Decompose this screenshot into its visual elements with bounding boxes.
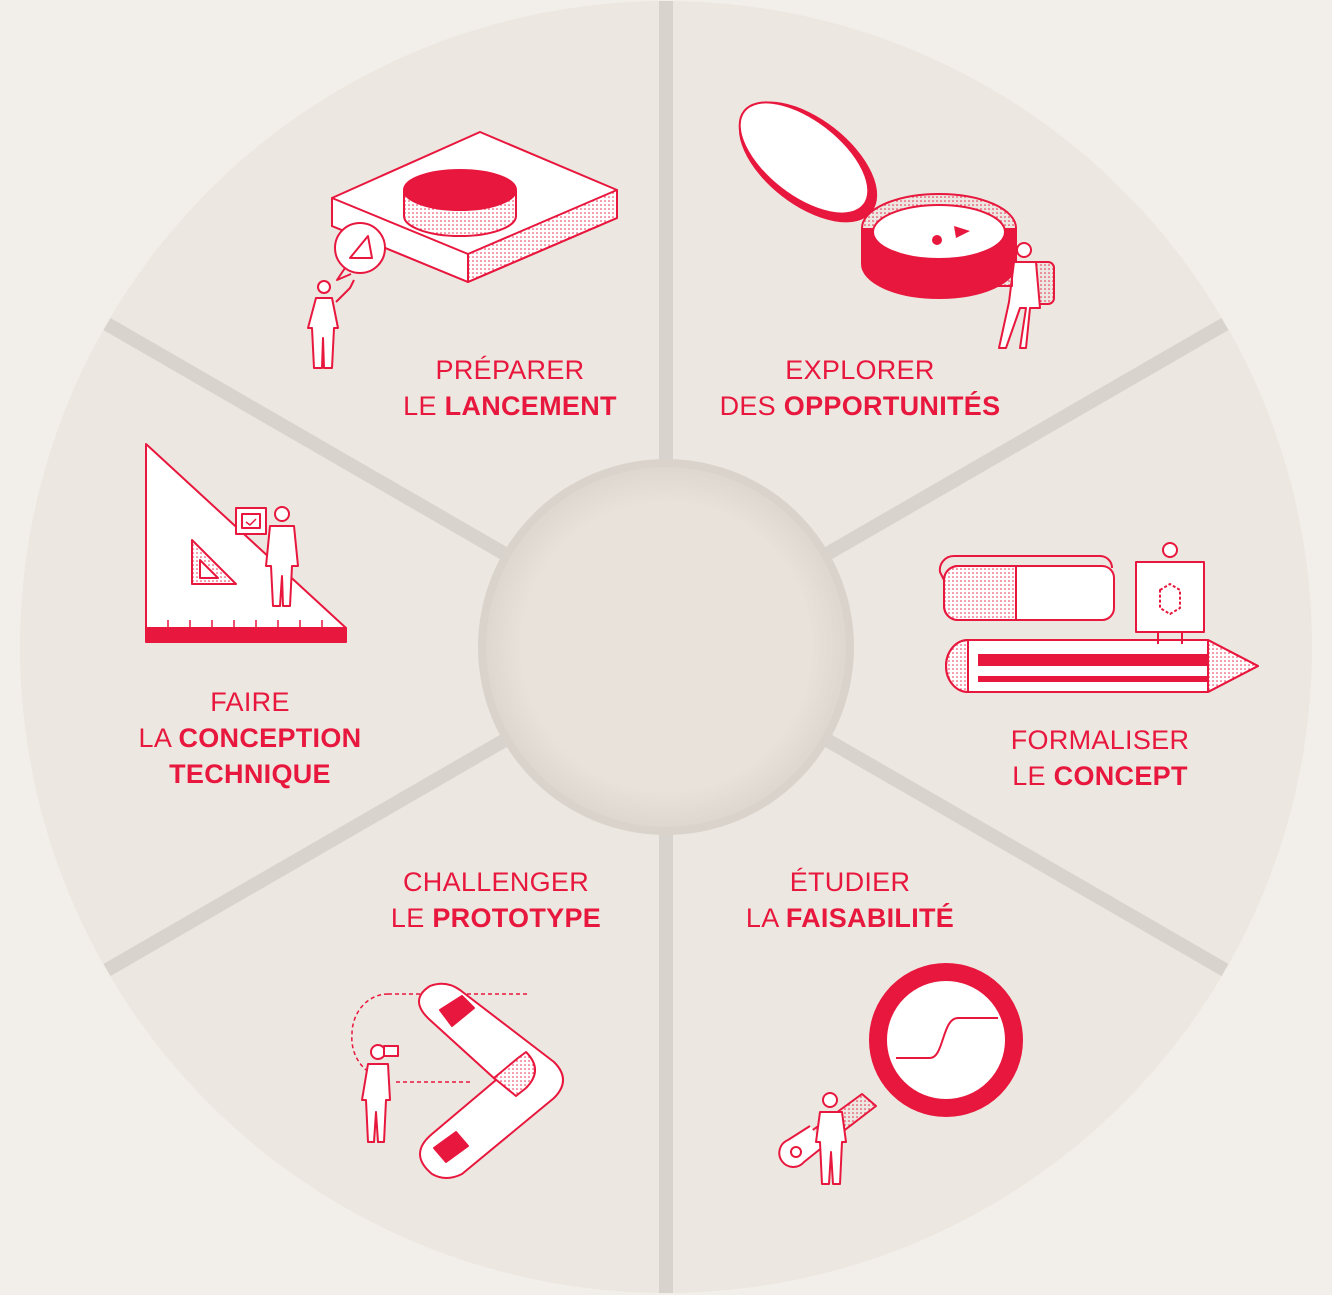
step-label-preparer-line1: PRÉPARER bbox=[435, 355, 585, 385]
step-label-formaliser-line2-light: LE bbox=[1012, 761, 1054, 791]
step-label-preparer-line2-bold: LANCEMENT bbox=[444, 391, 617, 421]
step-label-formaliser-line1: FORMALISER bbox=[1010, 725, 1190, 755]
step-label-faire-line2-bold: CONCEPTION bbox=[178, 723, 362, 753]
eraser-and-pencil-icon bbox=[938, 542, 1259, 693]
segment-dividers bbox=[103, 1, 1229, 1293]
compass-icon bbox=[738, 101, 1055, 349]
step-label-etudier-line2-bold: FAISABILITÉ bbox=[785, 903, 955, 933]
step-label-explorer-line2-bold: OPPORTUNITÉS bbox=[783, 391, 1001, 421]
step-label-challenger-line2-light: LE bbox=[390, 903, 433, 933]
step-label-faire-line2-light: LA bbox=[138, 723, 179, 753]
step-label-faire-line3-bold: TECHNIQUE bbox=[169, 759, 331, 789]
base-plate-and-disc-icon bbox=[307, 131, 618, 369]
step-label-faire-line1: FAIRE bbox=[210, 687, 290, 717]
set-square-icon bbox=[145, 443, 347, 643]
step-label-challenger-line1: CHALLENGER bbox=[402, 867, 590, 897]
step-label-preparer-line2-light: LE bbox=[403, 391, 445, 421]
step-label-etudier: ÉTUDIER LA FAISABILITÉ bbox=[720, 864, 980, 936]
step-label-etudier-line2-light: LA bbox=[745, 903, 786, 933]
step-label-formaliser: FORMALISER LE CONCEPT bbox=[980, 722, 1220, 794]
step-label-explorer-line2-light: DES bbox=[719, 391, 784, 421]
step-label-challenger-line2-bold: PROTOTYPE bbox=[432, 903, 602, 933]
step-label-challenger: CHALLENGER LE PROTOTYPE bbox=[362, 864, 630, 936]
step-label-explorer-line1: EXPLORER bbox=[785, 355, 935, 385]
magnifying-glass-icon bbox=[778, 963, 1023, 1185]
step-label-preparer: PRÉPARER LE LANCEMENT bbox=[370, 352, 650, 424]
step-label-etudier-line1: ÉTUDIER bbox=[789, 867, 911, 897]
boomerang-icon bbox=[351, 982, 564, 1179]
step-label-explorer: EXPLORER DES OPPORTUNITÉS bbox=[700, 352, 1020, 424]
step-label-faire: FAIRE LA CONCEPTION TECHNIQUE bbox=[110, 684, 390, 792]
step-label-formaliser-line2-bold: CONCEPT bbox=[1053, 761, 1188, 791]
